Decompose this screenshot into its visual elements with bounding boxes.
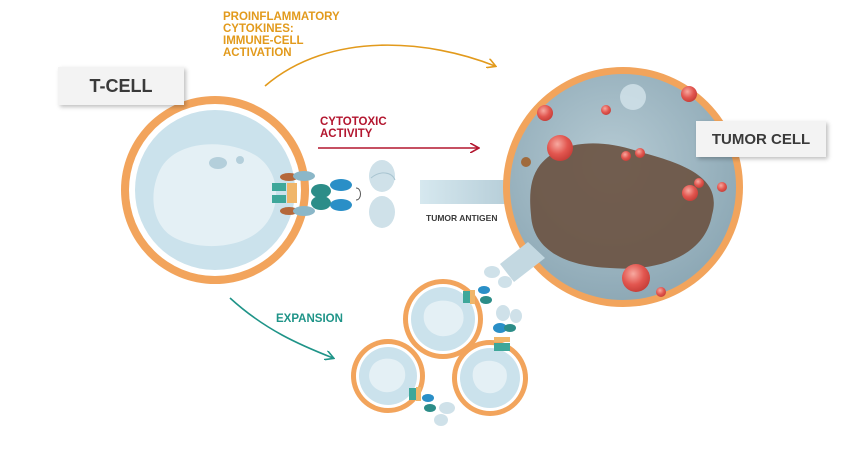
cytokines-arrow <box>264 44 495 87</box>
expanded-tcell-1 <box>403 266 512 359</box>
tcell-label: T-CELL <box>89 75 153 96</box>
tumor-antigen-label: TUMOR ANTIGEN <box>426 213 498 223</box>
expansion-arrow <box>229 297 333 358</box>
tumor-cell-label-box: TUMOR CELL <box>696 121 826 157</box>
tumor-antigen-stalk-lower <box>500 242 545 282</box>
cytotoxic-label: CYTOTOXIC ACTIVITY <box>320 116 387 140</box>
main-tcell <box>121 96 309 284</box>
expanded-tcell-3 <box>351 339 455 426</box>
expanded-tcell-2 <box>452 305 528 416</box>
tumor-cell <box>503 67 743 307</box>
tumor-cell-label: TUMOR CELL <box>711 130 811 148</box>
cytokines-label: PROINFLAMMATORY CYTOKINES: IMMUNE-CELL A… <box>223 11 340 59</box>
receptor-complex <box>272 160 396 228</box>
tumor-nucleus <box>530 143 714 269</box>
tcell-label-box: T-CELL <box>58 67 184 105</box>
expansion-label: EXPANSION <box>276 313 343 325</box>
